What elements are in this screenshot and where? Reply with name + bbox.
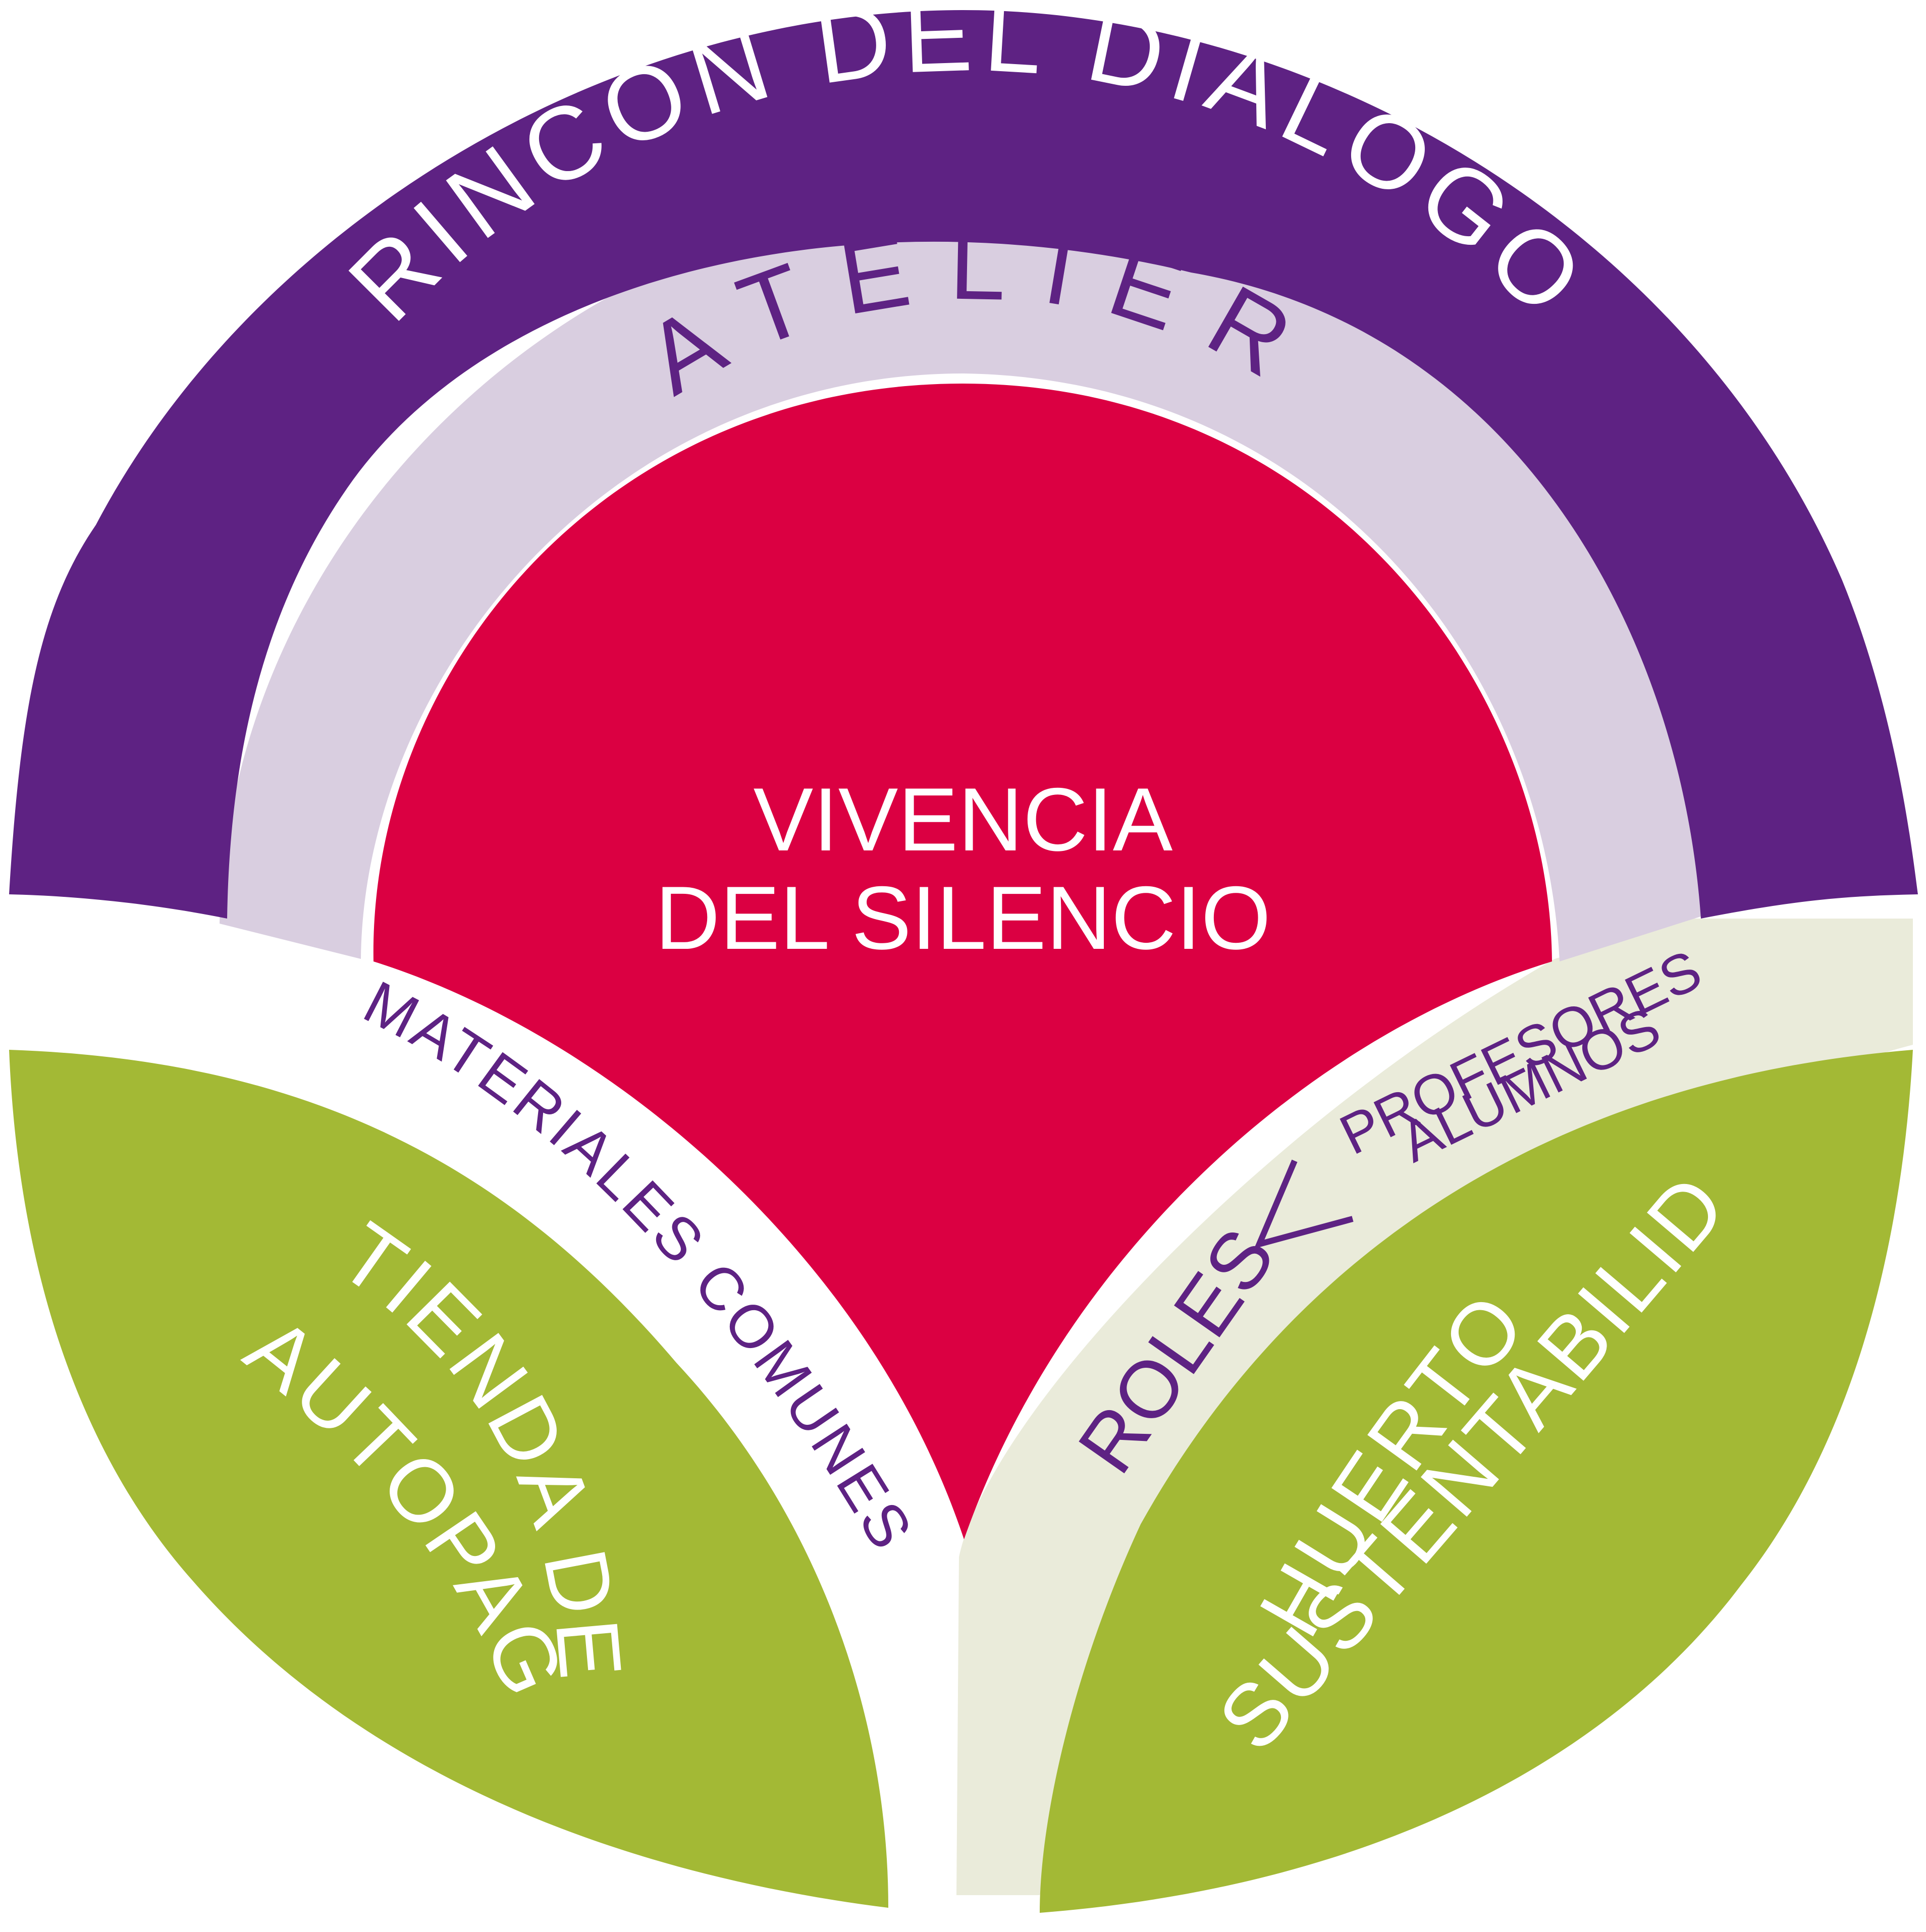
center-petal [373,384,1552,1539]
right-leaf [1040,1050,1913,1913]
roles-bracket [1254,1159,1354,1249]
center-label-line2: DEL SILENCIO [655,868,1271,968]
left-leaf [9,1050,888,1908]
atelier-band [220,196,1734,961]
outer-arc-band [9,10,1918,919]
center-label-line1: VIVENCIA [754,769,1173,870]
